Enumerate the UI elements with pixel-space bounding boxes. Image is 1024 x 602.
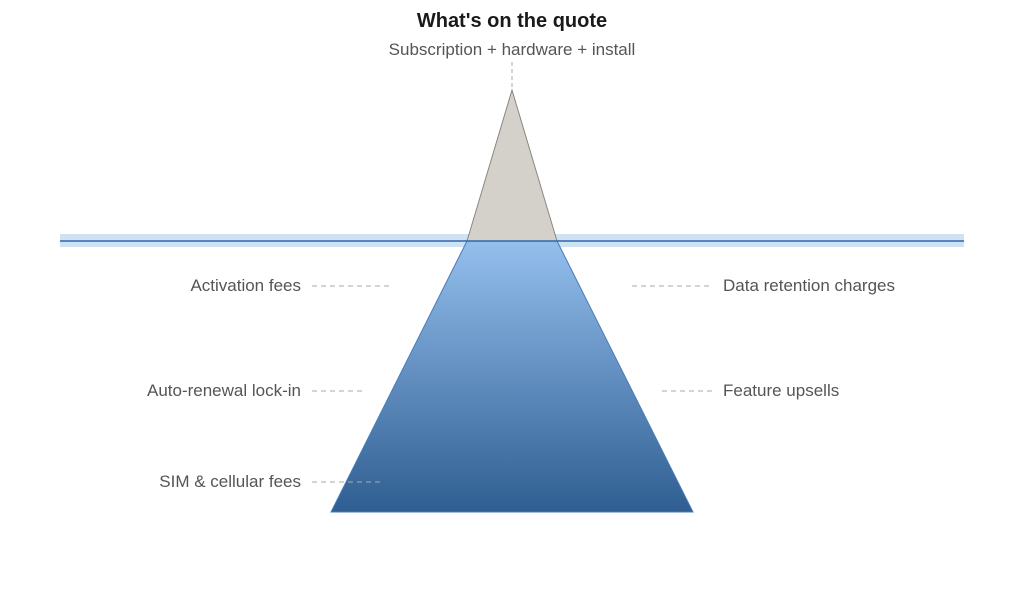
- diagram-title: What's on the quote: [416, 10, 608, 32]
- iceberg-underwater: [330, 240, 694, 513]
- iceberg-tip: [466, 88, 558, 242]
- hidden-cost-label-right-1: Data retention charges: [723, 276, 895, 295]
- diagram-subtitle: Subscription + hardware + install: [388, 40, 636, 59]
- hidden-cost-label-right-2: Feature upsells: [723, 381, 840, 400]
- hidden-cost-label-left-1: Activation fees: [190, 276, 301, 295]
- hidden-cost-label-left-2: Auto-renewal lock-in: [146, 381, 301, 400]
- hidden-cost-label-left-3: SIM & cellular fees: [159, 472, 301, 491]
